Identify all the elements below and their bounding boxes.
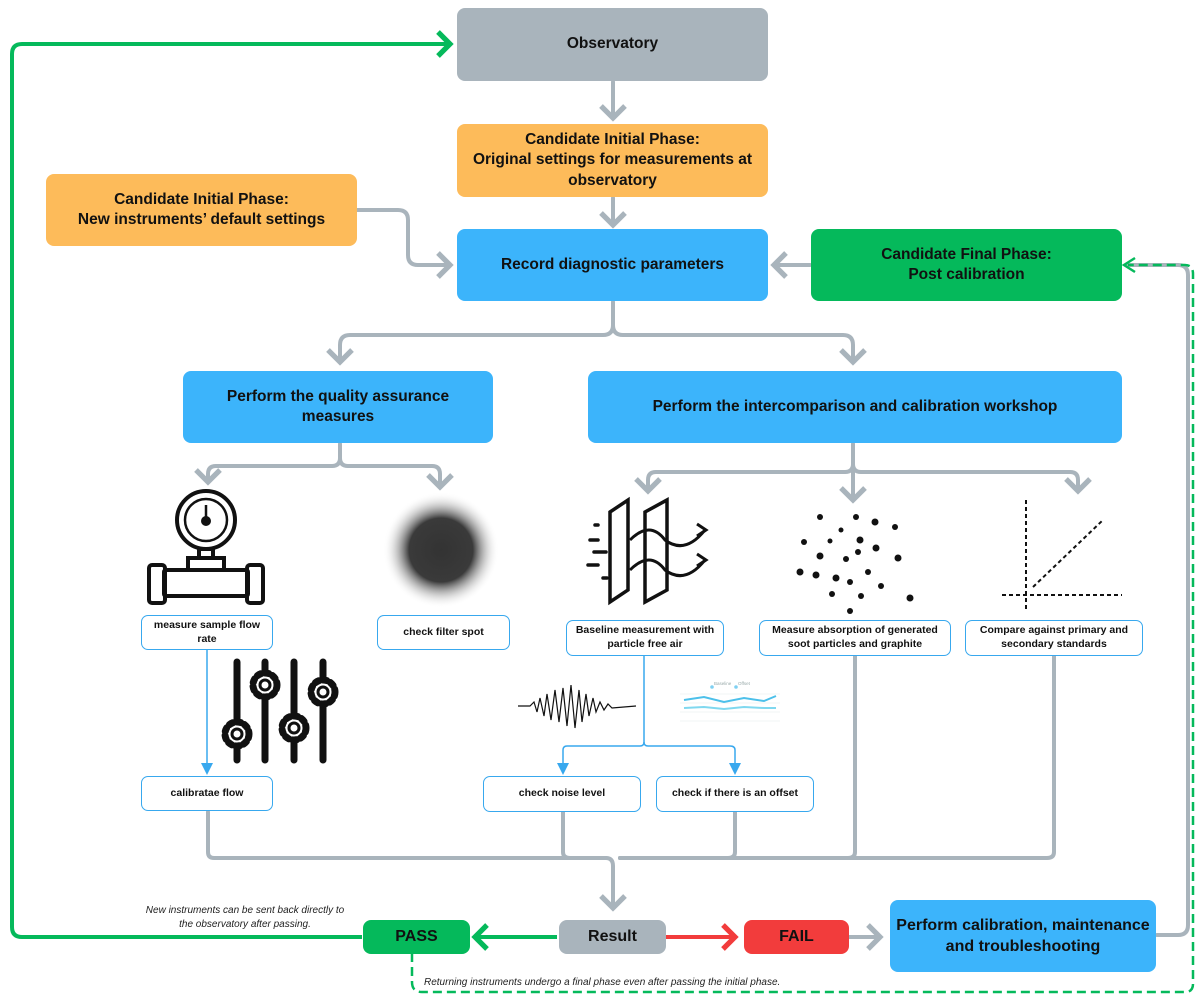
connector	[10, 30, 454, 939]
connector	[1121, 256, 1136, 274]
noise-wave-icon	[518, 684, 637, 729]
check-filter-spot-label[interactable]: check filter spot	[377, 615, 510, 650]
compare-standards-label[interactable]: Compare against primary and secondary st…	[965, 620, 1143, 656]
quality-assurance-box[interactable]: Perform the quality assurance measures	[183, 371, 493, 443]
filter-spot-icon	[383, 492, 499, 608]
fail-box[interactable]: FAIL	[744, 920, 849, 954]
connector	[851, 462, 1092, 495]
chart-legend-offset: Offset	[738, 681, 750, 686]
calibration-maintenance-box[interactable]: Perform calibration, maintenance and tro…	[890, 900, 1156, 972]
connector	[618, 810, 737, 860]
connector	[611, 323, 867, 366]
observatory-box[interactable]: Observatory	[457, 8, 768, 81]
standards-line-icon	[1002, 500, 1122, 610]
calibrate-flow-label[interactable]: calibratae flow	[141, 776, 273, 811]
pass-box[interactable]: PASS	[363, 920, 470, 954]
connector	[326, 300, 615, 366]
connector	[338, 456, 454, 491]
connector	[561, 810, 608, 860]
connector	[557, 656, 645, 775]
connector	[206, 810, 627, 912]
record-parameters-box[interactable]: Record diagnostic parameters	[457, 229, 768, 301]
connector	[643, 741, 741, 775]
adjustment-sliders-icon	[221, 658, 339, 764]
connector	[618, 654, 1056, 860]
pass-note: New instruments can be sent back directl…	[145, 905, 345, 930]
final-phase-box[interactable]: Candidate Final Phase: Post calibration	[811, 229, 1122, 301]
check-offset-label[interactable]: check if there is an offset	[656, 776, 814, 812]
particle-filter-icon	[586, 496, 709, 606]
connector	[634, 442, 855, 495]
connector	[194, 442, 342, 486]
pressure-gauge-icon	[147, 489, 265, 605]
absorption-measurement-label[interactable]: Measure absorption of generated soot par…	[759, 620, 951, 656]
result-box[interactable]: Result	[559, 920, 666, 954]
initial-phase-new-box[interactable]: Candidate Initial Phase: New instruments…	[46, 174, 357, 246]
workshop-box[interactable]: Perform the intercomparison and calibrat…	[588, 371, 1122, 443]
chart-legend-baseline: Baseline	[714, 681, 732, 686]
connector	[1126, 263, 1190, 937]
measure-flow-rate-label[interactable]: measure sample flow rate	[141, 615, 273, 650]
connector	[410, 263, 1195, 994]
offset-chart-icon	[680, 685, 780, 722]
baseline-measurement-label[interactable]: Baseline measurement with particle free …	[566, 620, 724, 656]
initial-phase-original-box[interactable]: Candidate Initial Phase: Original settin…	[457, 124, 768, 197]
return-note: Returning instruments undergo a final ph…	[424, 977, 781, 988]
check-noise-level-label[interactable]: check noise level	[483, 776, 641, 812]
connector	[355, 208, 454, 279]
particles-icon	[796, 514, 914, 614]
